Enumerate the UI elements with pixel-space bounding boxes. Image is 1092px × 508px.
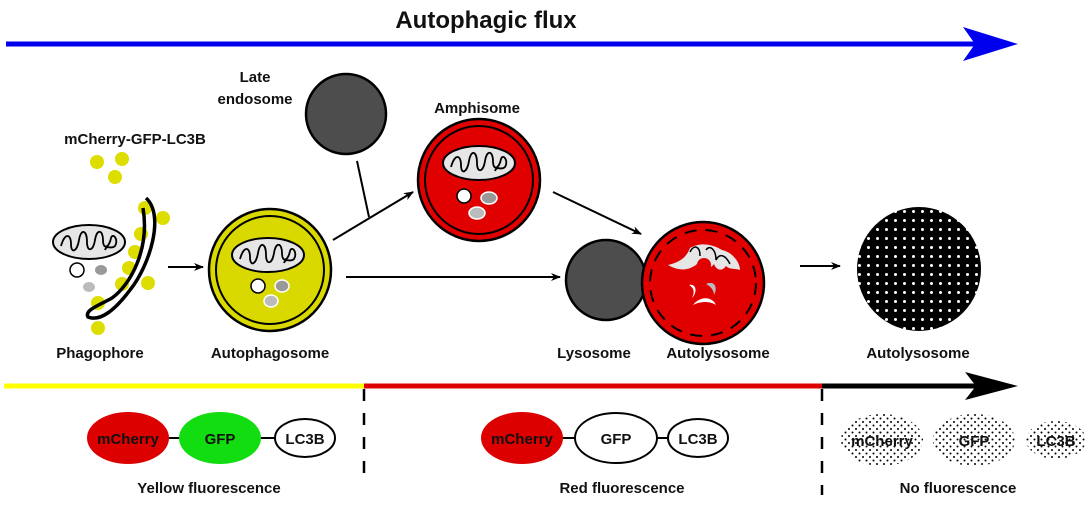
autolysosome-red-label: Autolysosome	[666, 345, 769, 362]
reporter-yellow: mCherry GFP LC3B Yellow fluorescence	[87, 412, 336, 497]
gfp-domain	[574, 412, 658, 464]
arrow-to-amphisome	[332, 191, 414, 241]
red-caption: Red fluorescence	[559, 480, 684, 497]
amphisome	[416, 117, 542, 243]
autophagosome-label: Autophagosome	[211, 345, 329, 362]
yellow-caption: Yellow fluorescence	[137, 480, 280, 497]
gfp-text: GFP	[959, 433, 990, 450]
autolysosome-final	[857, 207, 981, 331]
lc3b-text: LC3B	[678, 431, 717, 448]
mcherry-domain	[841, 414, 923, 466]
endosome-fusion-line	[356, 160, 370, 218]
autolysosome-red	[640, 220, 766, 346]
lysosome	[564, 238, 648, 322]
autolysosome-final-label: Autolysosome	[866, 345, 969, 362]
flux-arrow	[6, 27, 1018, 61]
arrow-amphisome-to-autolysosome	[552, 191, 642, 235]
lysosome-label: Lysosome	[557, 345, 631, 362]
phagophore-label: Phagophore	[56, 345, 144, 362]
gfp-text: GFP	[205, 431, 236, 448]
lc3b-text: LC3B	[285, 431, 324, 448]
phagophore	[52, 196, 170, 335]
reporter-red: mCherry GFP LC3B Red fluorescence	[481, 412, 729, 497]
reporter-none: mCherry GFP LC3B No fluorescence	[841, 414, 1086, 497]
gfp-text: GFP	[601, 431, 632, 448]
diagram-title: Autophagic flux	[395, 7, 577, 34]
phase-bar	[4, 372, 1018, 400]
lc3-dots	[90, 152, 129, 184]
amphisome-label: Amphisome	[434, 100, 520, 117]
lc3b-text: LC3B	[1036, 433, 1075, 450]
late-endosome-label-line2: endosome	[217, 91, 292, 108]
lc3b-domain	[1026, 421, 1086, 459]
lc3b-domain	[274, 418, 336, 458]
mcherry-domain	[87, 412, 169, 464]
mcherry-text: mCherry	[97, 431, 159, 448]
lc3b-domain	[667, 418, 729, 458]
autophagosome	[207, 207, 333, 333]
gfp-domain	[933, 414, 1015, 466]
late-endosome-label-line1: Late	[240, 69, 271, 86]
reporter-label: mCherry-GFP-LC3B	[64, 131, 206, 148]
mcherry-domain	[481, 412, 563, 464]
late-endosome	[304, 72, 388, 156]
gfp-domain	[179, 412, 261, 464]
mcherry-text: mCherry	[491, 431, 553, 448]
mcherry-text: mCherry	[851, 433, 913, 450]
none-caption: No fluorescence	[900, 480, 1017, 497]
